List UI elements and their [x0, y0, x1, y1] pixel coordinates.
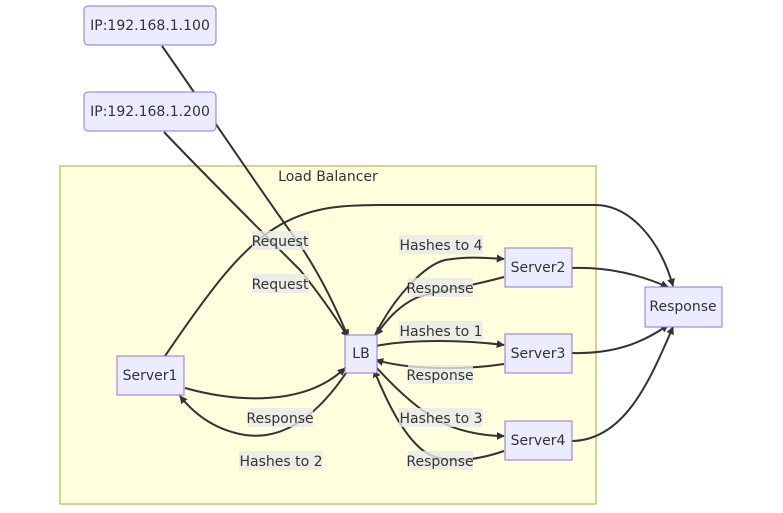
node-ip2-label: IP:192.168.1.200 — [90, 104, 210, 120]
node-server4: Server4 — [504, 420, 573, 461]
node-response-label: Response — [649, 299, 716, 315]
edge-server1-response — [164, 204, 675, 357]
node-ip2: IP:192.168.1.200 — [83, 91, 217, 132]
edge-label-server2-response: Response — [406, 281, 473, 297]
edge-server3-response — [571, 324, 669, 355]
node-lb-label: LB — [352, 346, 369, 362]
edge-label-hashes-to-2: Hashes to 2 — [239, 454, 322, 470]
edge-server4-response — [571, 326, 674, 442]
edge-lb-server1 — [179, 369, 349, 437]
node-server1-label: Server1 — [123, 368, 178, 384]
edge-label-server1-response: Response — [246, 411, 313, 427]
edge-label-ip1-request: Request — [252, 234, 309, 250]
node-server2-label: Server2 — [511, 260, 566, 276]
edge-label-hashes-to-4: Hashes to 4 — [399, 238, 482, 254]
edge-ip2-lb — [163, 131, 349, 338]
node-server3: Server3 — [504, 333, 573, 374]
cluster-title: Load Balancer — [278, 169, 378, 185]
node-server3-label: Server3 — [511, 346, 566, 362]
edge-label-server4-response: Response — [406, 454, 473, 470]
node-server4-label: Server4 — [511, 433, 566, 449]
edge-server2-response — [571, 266, 669, 288]
node-server1: Server1 — [116, 355, 185, 396]
edge-lb-server2 — [373, 254, 505, 338]
edge-labels: Request Request Hashes to 4 Response Has… — [239, 231, 483, 470]
edge-label-hashes-to-1: Hashes to 1 — [399, 324, 482, 340]
edge-label-ip2-request: Request — [252, 277, 309, 293]
node-response: Response — [644, 286, 723, 328]
node-ip1-label: IP:192.168.1.100 — [90, 18, 210, 34]
node-lb: LB — [344, 334, 378, 374]
edge-server1-lb — [184, 367, 346, 400]
edge-lb-server3 — [375, 340, 505, 349]
node-ip1: IP:192.168.1.100 — [83, 5, 217, 46]
edge-label-server3-response: Response — [406, 368, 473, 384]
node-server2: Server2 — [504, 247, 573, 288]
edge-label-hashes-to-3: Hashes to 3 — [399, 411, 482, 427]
